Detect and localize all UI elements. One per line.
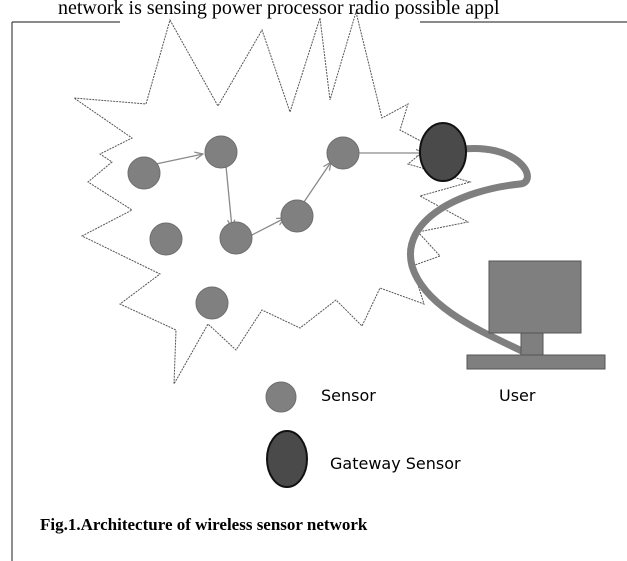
sensor-node — [280, 199, 314, 233]
figure-caption: Fig.1.Architecture of wireless sensor ne… — [40, 515, 368, 534]
cable — [407, 145, 532, 358]
network-cloud-outline — [72, 10, 472, 385]
sensor-nodes — [127, 135, 360, 320]
sensor-node — [127, 156, 161, 190]
legend-sensor-swatch — [265, 381, 297, 413]
monitor-base-icon — [466, 354, 606, 370]
user-label: User — [499, 386, 536, 405]
monitor-stand-icon — [520, 332, 544, 356]
arrow-3 — [249, 218, 285, 237]
sensor-node — [195, 286, 229, 320]
sensor-node — [204, 135, 238, 169]
legend-gateway-label: Gateway Sensor — [330, 454, 461, 473]
arrow-4 — [303, 162, 331, 203]
legend: Sensor Gateway Sensor — [265, 381, 461, 488]
arrow-2 — [225, 165, 232, 228]
data-path-arrows — [155, 153, 424, 237]
sensor-node — [149, 222, 183, 256]
sensor-node — [326, 136, 360, 170]
legend-sensor-label: Sensor — [321, 386, 376, 405]
arrow-1 — [155, 154, 203, 165]
monitor-icon — [488, 260, 582, 334]
gateway-sensor-node — [419, 122, 467, 182]
user-computer-icon — [466, 260, 606, 370]
sensor-node — [219, 221, 253, 255]
header-text: network is sensing power processor radio… — [58, 0, 500, 19]
legend-gateway-swatch — [266, 430, 308, 488]
